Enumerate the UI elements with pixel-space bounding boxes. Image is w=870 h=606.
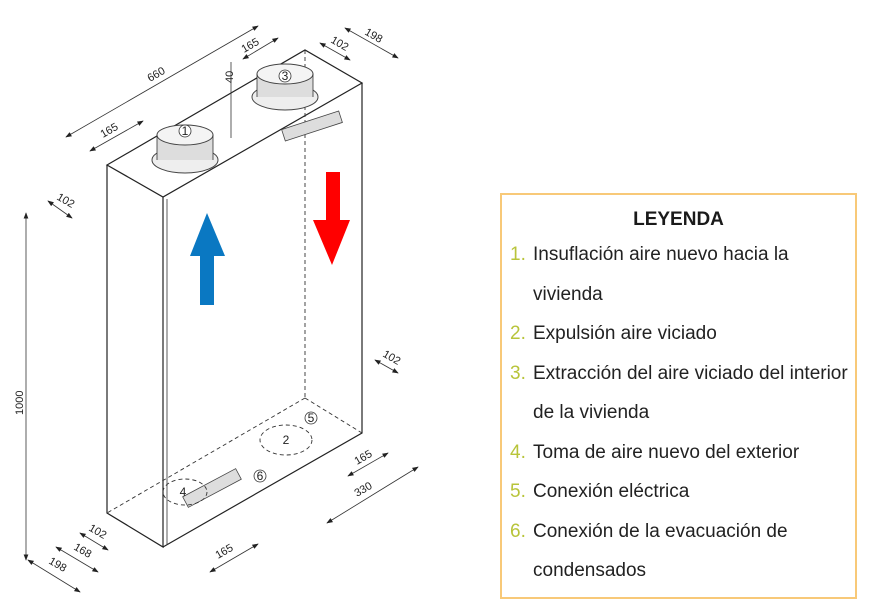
legend-text: Expulsión aire viciado [533,323,717,344]
legend-number: 6. [510,520,526,542]
legend-box: LEYENDA 1. Insuflación aire nuevo hacia l… [500,193,857,599]
dim-165-bottom-right: 165 [353,448,375,468]
collar-1: 1 [151,124,219,174]
connection-2-outline [259,424,313,456]
dim-660: 660 [146,65,168,85]
marker-1: 1 [182,124,189,138]
unit-body [105,49,364,549]
marker-6: 6 [257,469,264,483]
legend-item-1: 1. Insuflación aire nuevo hacia la vivien… [502,235,855,314]
isometric-drawing: 1 3 2 4 5 6 660 165 165 40 102 [14,25,419,593]
dim-102-top: 102 [329,34,351,54]
dimension-lines [23,25,419,593]
collar-3: 3 [251,63,319,111]
legend-item-3: 3. Extracción del aire viciado del interi… [502,354,855,433]
marker-2: 2 [283,433,290,447]
dim-165-top-right: 165 [240,36,262,56]
connection-4-outline [162,478,208,506]
legend-item-4: 4. Toma de aire nuevo del exterior [502,433,855,473]
supply-airflow-arrow [190,213,225,305]
legend-number: 1. [510,244,526,265]
legend-item-2: 2. Expulsión aire viciado [502,314,855,354]
dim-198-bottom: 198 [47,555,69,575]
legend-number: 2. [510,323,526,344]
legend-number: 3. [510,362,526,384]
marker-3: 3 [282,69,289,83]
dim-198-top: 198 [363,26,385,46]
exhaust-airflow-arrow [313,172,350,265]
legend-text: Conexión eléctrica [533,481,690,502]
marker-5: 5 [308,411,315,425]
legend-number: 4. [510,441,526,463]
legend-text: Insuflación aire nuevo hacia la vivienda [533,244,789,305]
legend-number: 5. [510,481,526,502]
dim-1000: 1000 [14,391,26,415]
legend-text: Conexión de la evacuación de condensados [533,520,788,582]
marker-4: 4 [180,485,187,499]
legend-title: LEYENDA [633,209,724,230]
dim-40: 40 [224,71,236,83]
dim-330: 330 [353,480,375,500]
legend-text: Toma de aire nuevo del exterior [533,441,800,463]
legend-text: Extracción del aire viciado del interior… [533,362,848,424]
dim-165-top-left: 165 [99,121,121,141]
legend-item-5: 5. Conexión eléctrica [502,472,855,512]
legend-item-6: 6. Conexión de la evacuación de condensad… [502,512,855,591]
